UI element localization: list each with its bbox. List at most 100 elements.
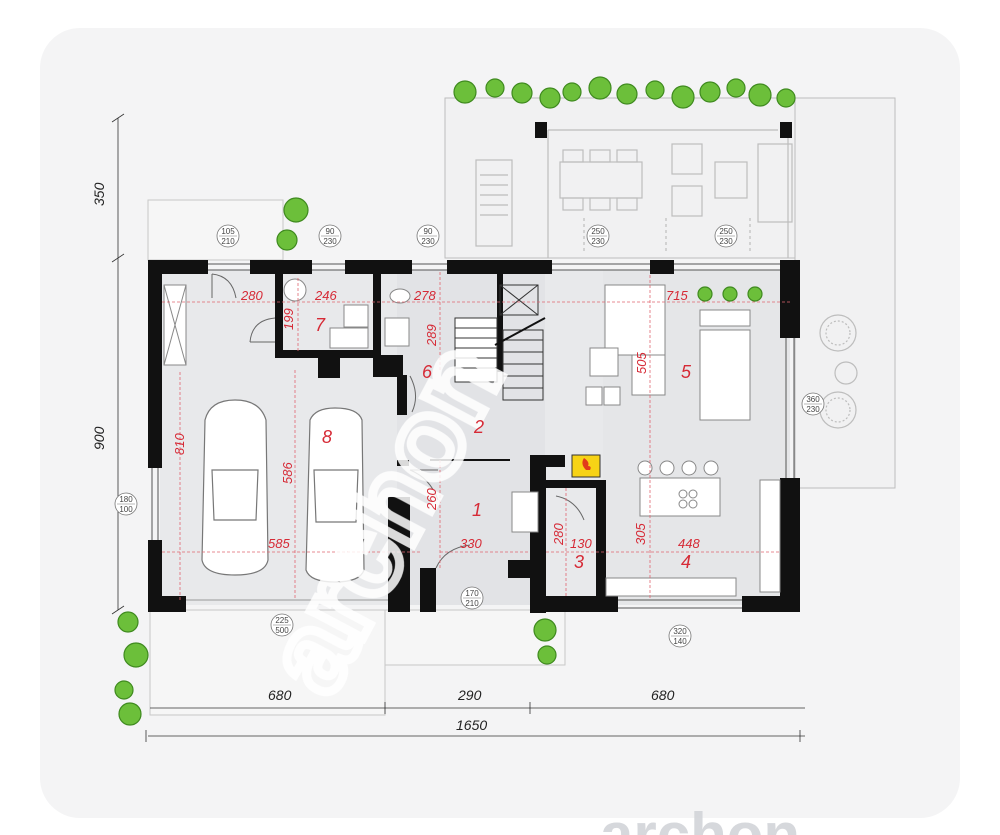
shrub: [747, 286, 763, 302]
staircase: [454, 284, 546, 401]
opening-height: 230: [323, 237, 337, 246]
opening-height: 210: [465, 599, 479, 608]
opening-height: 140: [673, 637, 687, 646]
shrub: [117, 611, 139, 633]
shrub: [588, 76, 612, 100]
outer-dimensions: 350 900 680 290 680 1650: [91, 182, 675, 733]
shrub: [697, 286, 713, 302]
shrub: [671, 85, 695, 109]
shrub: [276, 229, 298, 251]
dim-330: 330: [460, 536, 482, 551]
dim-900: 900: [91, 426, 107, 450]
room-7-number: 7: [315, 315, 326, 335]
planting: [114, 76, 796, 726]
shrub: [453, 80, 477, 104]
opening-width: 105: [221, 227, 235, 236]
opening-width: 225: [275, 616, 289, 625]
opening-height: 500: [275, 626, 289, 635]
opening-width: 360: [806, 395, 820, 404]
terrace-area: [147, 97, 896, 716]
dimension-lines: [162, 272, 790, 600]
fixtures: [163, 278, 781, 597]
walls: [148, 260, 800, 613]
inner-dimensions: 280 246 278 715 199 289 505 810 586 260 …: [172, 288, 700, 551]
opening-width: 170: [465, 589, 479, 598]
watermark-footer: archon: [600, 801, 800, 835]
dim-246: 246: [314, 288, 337, 303]
shrub: [776, 88, 796, 108]
shrub: [699, 81, 721, 103]
opening-height: 230: [421, 237, 435, 246]
shrub: [748, 83, 772, 107]
dim-680-right: 680: [651, 687, 675, 703]
shrub: [533, 618, 557, 642]
room-1-number: 1: [472, 500, 482, 520]
opening-height: 230: [719, 237, 733, 246]
garage-cars: [201, 399, 365, 583]
dim-260: 260: [424, 488, 439, 511]
doors: [211, 273, 585, 569]
outer-dimension-lines: [111, 113, 805, 742]
windows: [151, 263, 795, 609]
opening-labels: 1052109023090230250230250230360230180100…: [114, 224, 825, 648]
shrub: [114, 680, 134, 700]
dim-680-left: 680: [268, 687, 292, 703]
room-3-number: 3: [574, 552, 584, 572]
shrub: [485, 78, 505, 98]
opening-width: 90: [326, 227, 335, 236]
dim-350: 350: [91, 182, 107, 206]
dim-586: 586: [280, 462, 295, 484]
dim-585: 585: [268, 536, 290, 551]
dim-280-vertical: 280: [551, 523, 566, 546]
terrace-furniture: [475, 122, 858, 429]
dim-290: 290: [457, 687, 482, 703]
dim-278: 278: [413, 288, 436, 303]
dim-810: 810: [172, 433, 187, 455]
opening-height: 230: [591, 237, 605, 246]
dim-505: 505: [634, 352, 649, 374]
shrub: [539, 87, 561, 109]
room-6-number: 6: [422, 362, 433, 382]
shrub: [562, 82, 582, 102]
shrub: [645, 80, 665, 100]
shrub: [511, 82, 533, 104]
room-4-number: 4: [681, 552, 691, 572]
shrub: [537, 645, 557, 665]
shrub: [283, 197, 309, 223]
opening-width: 250: [591, 227, 605, 236]
room-numbers: 1 2 3 4 5 6 7 8: [315, 315, 692, 572]
opening-height: 230: [806, 405, 820, 414]
opening-width: 320: [673, 627, 687, 636]
shrub: [726, 78, 746, 98]
opening-width: 180: [119, 495, 133, 504]
dim-715: 715: [666, 288, 688, 303]
opening-width: 90: [424, 227, 433, 236]
dim-448: 448: [678, 536, 700, 551]
dim-1650: 1650: [456, 717, 487, 733]
dim-305: 305: [633, 523, 648, 545]
room-2-number: 2: [473, 417, 484, 437]
opening-width: 250: [719, 227, 733, 236]
dim-289: 289: [424, 324, 439, 347]
opening-height: 100: [119, 505, 133, 514]
room-8-number: 8: [322, 427, 332, 447]
dim-130: 130: [570, 536, 592, 551]
shrub: [123, 642, 149, 668]
opening-height: 210: [221, 237, 235, 246]
shrub: [722, 286, 738, 302]
room-5-number: 5: [681, 362, 692, 382]
dim-280-top: 280: [240, 288, 263, 303]
dim-199: 199: [281, 308, 296, 330]
shrub: [118, 702, 142, 726]
